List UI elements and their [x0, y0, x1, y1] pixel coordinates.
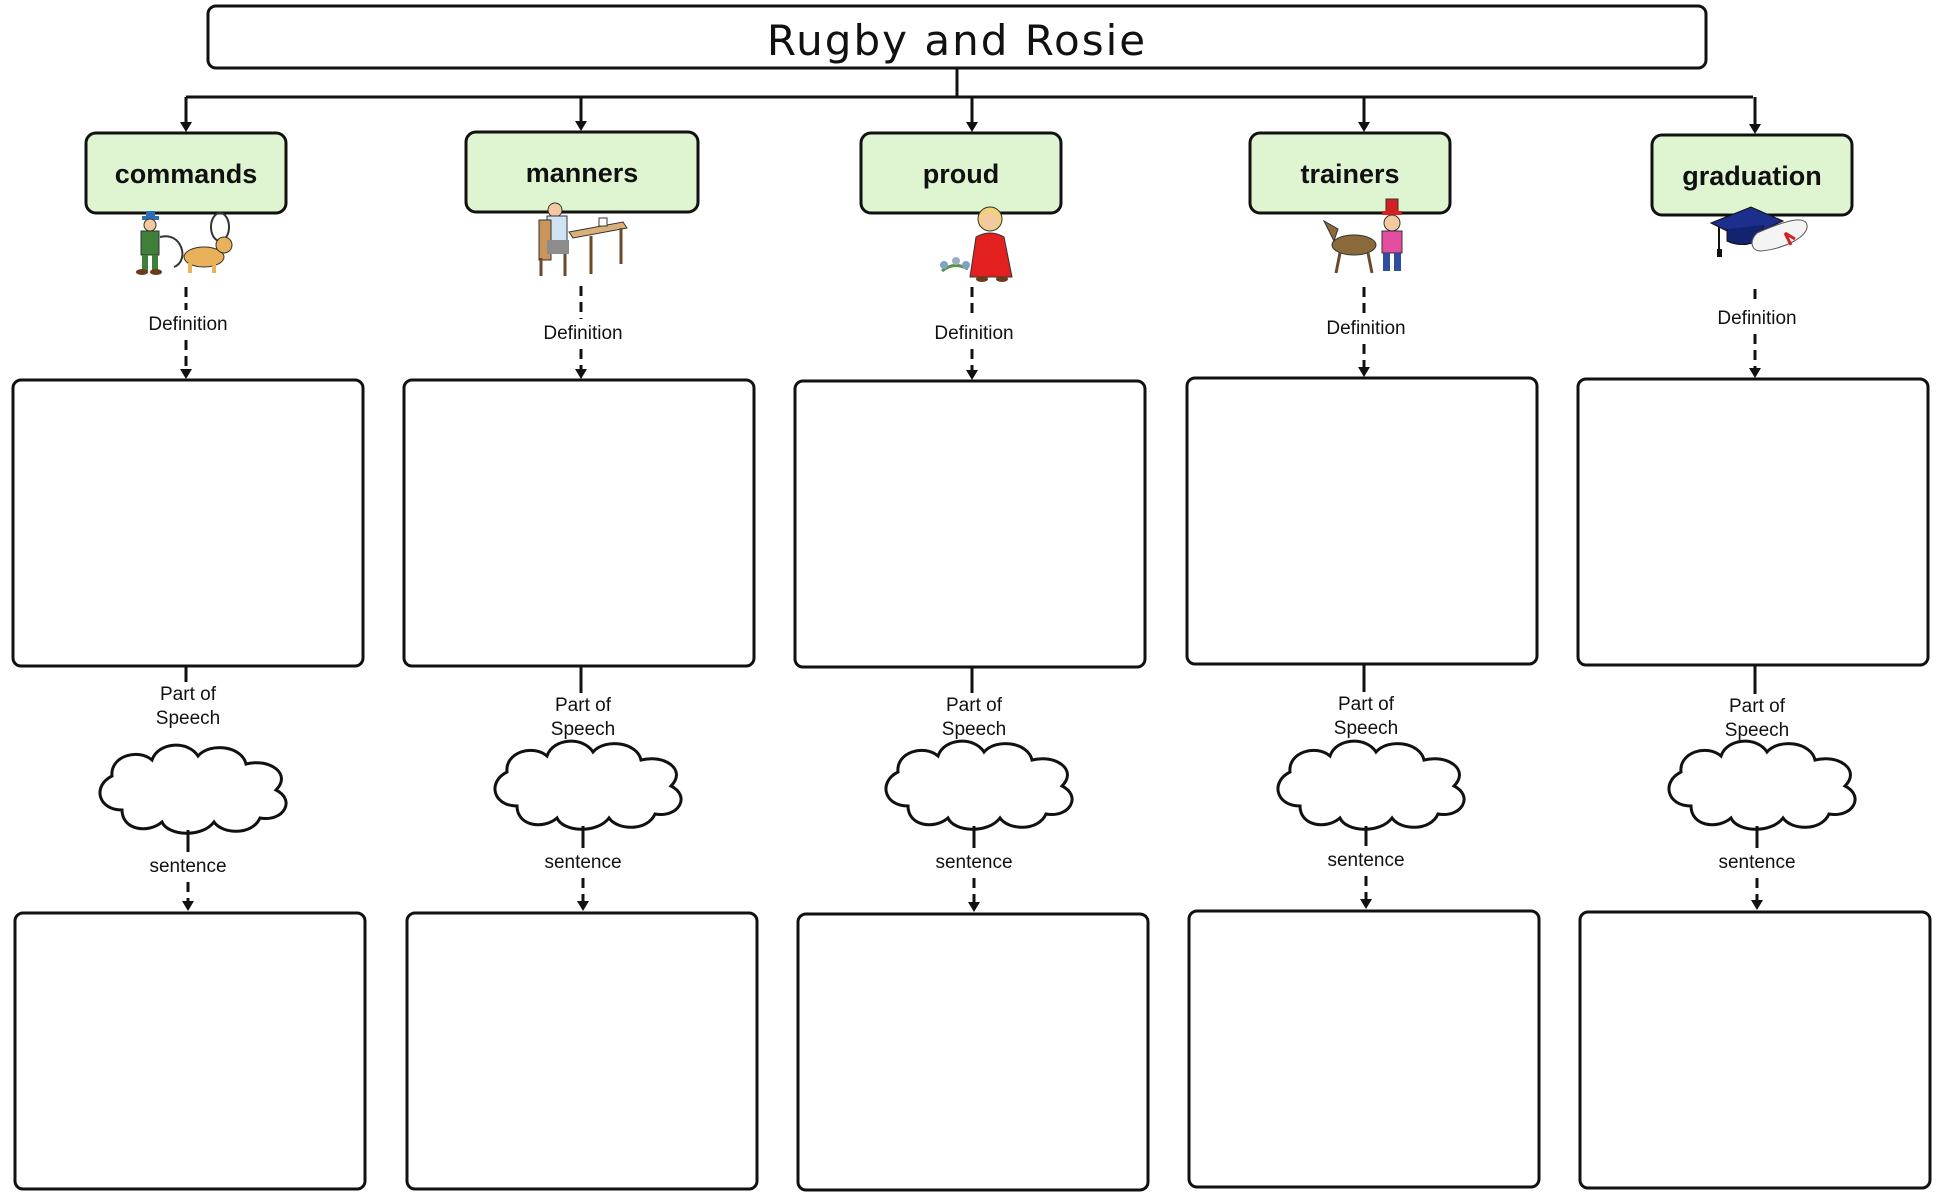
- part-of-speech-label-line1: Part of: [946, 695, 1003, 716]
- definition-label: Definition: [148, 314, 227, 335]
- part-of-speech-cloud[interactable]: [1667, 739, 1857, 831]
- connector-arrowhead: [1358, 122, 1370, 132]
- sentence-label: sentence: [544, 852, 621, 873]
- vocabulary-word: manners: [526, 158, 639, 188]
- sentence-box[interactable]: [405, 911, 759, 1191]
- sentence-label: sentence: [935, 852, 1012, 873]
- sentence-label: sentence: [1327, 850, 1404, 871]
- definition-box[interactable]: [793, 379, 1147, 669]
- definition-label: Definition: [934, 323, 1013, 344]
- part-of-speech-cloud[interactable]: [884, 739, 1074, 831]
- definition-label: Definition: [1717, 308, 1796, 329]
- trainer-with-dog-icon: [1322, 198, 1403, 274]
- sentence-box[interactable]: [796, 912, 1150, 1192]
- graduation-cap-diploma-icon: [1709, 206, 1808, 257]
- part-of-speech-label-line2: Speech: [1334, 718, 1398, 739]
- vocabulary-word-box: graduation: [1650, 133, 1854, 217]
- part-of-speech-label-line2: Speech: [1725, 720, 1789, 741]
- definition-label: Definition: [1326, 318, 1405, 339]
- definition-box[interactable]: [402, 378, 756, 668]
- vocabulary-word: trainers: [1300, 159, 1399, 189]
- vocabulary-word: commands: [115, 159, 258, 189]
- man-at-table-icon: [538, 202, 628, 276]
- sentence-box[interactable]: [1578, 910, 1932, 1190]
- definition-box[interactable]: [11, 378, 365, 668]
- sentence-box[interactable]: [13, 911, 367, 1191]
- sentence-arrowhead: [1360, 899, 1372, 909]
- title-connector-lines: [186, 68, 1753, 99]
- definition-label: Definition: [543, 323, 622, 344]
- part-of-speech-label-line2: Speech: [551, 719, 615, 740]
- definition-arrowhead: [1749, 368, 1761, 378]
- connector-arrowhead: [575, 121, 587, 131]
- part-of-speech-cloud[interactable]: [1276, 739, 1466, 831]
- vocabulary-word: proud: [923, 159, 999, 189]
- part-of-speech-label-line1: Part of: [160, 684, 217, 705]
- definition-arrowhead: [1358, 367, 1370, 377]
- connector-arrowhead: [1749, 124, 1761, 134]
- vocabulary-word-box: manners: [464, 130, 700, 214]
- part-of-speech-label-line2: Speech: [156, 708, 220, 729]
- part-of-speech-cloud[interactable]: [493, 739, 683, 831]
- sentence-label: sentence: [1718, 852, 1795, 873]
- sentence-label: sentence: [149, 856, 226, 877]
- part-of-speech-cloud[interactable]: [98, 743, 288, 835]
- part-of-speech-label-line1: Part of: [555, 695, 612, 716]
- clown-with-dog-icon: [136, 211, 233, 275]
- sentence-arrowhead: [968, 902, 980, 912]
- definition-arrowhead: [180, 369, 192, 379]
- diagram-title: Rugby and Rosie: [767, 16, 1147, 65]
- definition-arrowhead: [966, 370, 978, 380]
- connector-arrowhead: [966, 122, 978, 132]
- title-box: Rugby and Rosie: [206, 4, 1708, 70]
- sentence-box[interactable]: [1187, 909, 1541, 1189]
- woman-with-flowers-icon: [940, 206, 1013, 282]
- vocabulary-word-box: trainers: [1248, 131, 1452, 215]
- part-of-speech-label-line2: Speech: [942, 719, 1006, 740]
- part-of-speech-label-line1: Part of: [1729, 696, 1786, 717]
- connector-arrowhead: [180, 122, 192, 132]
- definition-box[interactable]: [1185, 376, 1539, 666]
- vocabulary-word: graduation: [1682, 161, 1822, 191]
- sentence-arrowhead: [182, 901, 194, 911]
- definition-box[interactable]: [1576, 377, 1930, 667]
- definition-arrowhead: [575, 369, 587, 379]
- vocabulary-word-box: commands: [84, 131, 288, 215]
- part-of-speech-label-line1: Part of: [1338, 694, 1395, 715]
- sentence-arrowhead: [1751, 900, 1763, 910]
- sentence-arrowhead: [577, 901, 589, 911]
- vocabulary-word-box: proud: [859, 131, 1063, 215]
